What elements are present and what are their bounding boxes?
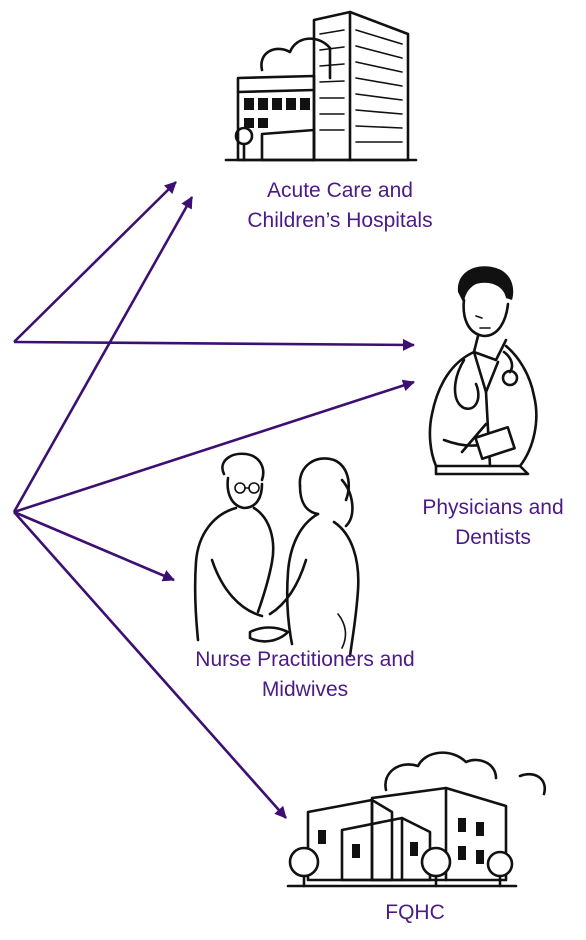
fqhc-label: FQHC [370, 898, 460, 928]
nurses-label-line1: Nurse Practitioners and [195, 648, 415, 671]
arrow-lower-to-physicians [13, 379, 415, 514]
arrow-lower-to-fqhc [13, 511, 287, 819]
doctor-icon [428, 266, 538, 476]
physicians-label: Physicians and Dentists [400, 493, 586, 553]
hospital-label-line2: Children’s Hospitals [247, 209, 433, 232]
clinic-buildings-icon [286, 751, 547, 888]
fqhc-label-line1: FQHC [385, 901, 445, 924]
nurses-label: Nurse Practitioners and Midwives [150, 645, 460, 705]
arrow-upper-to-hospital [13, 181, 177, 343]
arrows [12, 181, 415, 819]
hospital-building-icon [224, 10, 418, 162]
nurses-label-line2: Midwives [261, 678, 349, 701]
arrow-lower-to-hospital [12, 196, 194, 513]
nurses-icon [193, 452, 360, 658]
arrow-upper-to-physicians [13, 338, 415, 351]
hospital-label-line1: Acute Care and [267, 179, 413, 202]
physicians-label-line2: Dentists [455, 526, 531, 549]
arrow-lower-to-nurses [13, 510, 175, 582]
hospital-label: Acute Care and Children’s Hospitals [205, 176, 475, 236]
physicians-label-line1: Physicians and [422, 496, 564, 519]
